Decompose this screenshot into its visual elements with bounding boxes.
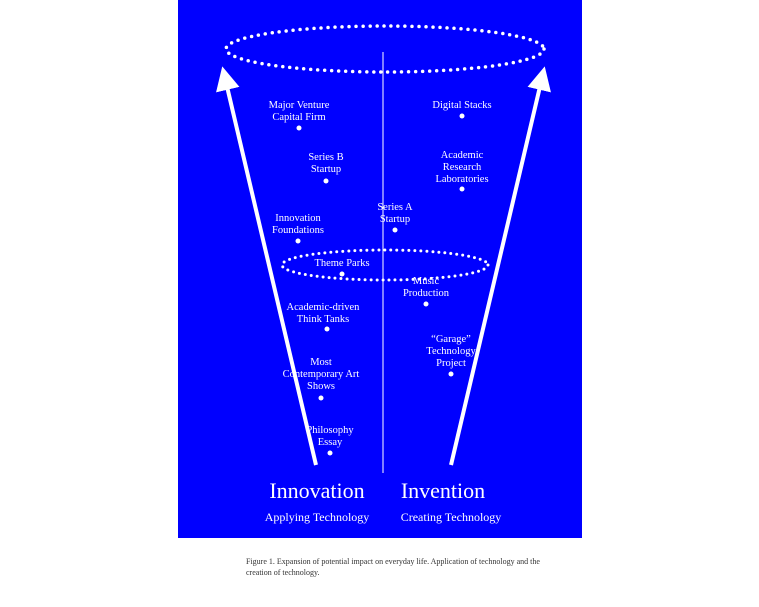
node-dot — [327, 450, 333, 456]
node-dot — [295, 238, 301, 244]
node-academic-research-laboratories: Academic Research Laboratories — [435, 150, 489, 185]
node-digital-stacks: Digital Stacks — [432, 100, 492, 111]
node-series-b-startup: Series B Startup — [308, 152, 344, 175]
node-dot — [448, 371, 454, 377]
node-dot — [318, 395, 324, 401]
node-garage-technology-project: “Garage” Technology Project — [426, 334, 476, 369]
node-dot — [296, 125, 302, 131]
node-major-venture-capital-firm: Major Venture Capital Firm — [268, 100, 330, 123]
node-most-contemporary-art-shows: Most Contemporary Art Shows — [282, 357, 360, 392]
node-philosophy-essay: Philosophy Essay — [306, 425, 354, 448]
node-dot — [423, 301, 429, 307]
node-dot — [323, 178, 329, 184]
node-dot — [392, 227, 398, 233]
node-series-a-startup: Series A Startup — [377, 202, 413, 225]
innovation-subtitle: Applying Technology — [264, 510, 370, 524]
figure-caption: Figure 1. Expansion of potential impact … — [246, 557, 540, 577]
node-dot — [339, 271, 345, 277]
diagram-panel: Major Venture Capital Firm Series B Star… — [178, 0, 582, 538]
invention-subtitle: Creating Technology — [400, 510, 502, 524]
funnel-diagram — [216, 24, 551, 473]
node-innovation-foundations: Innovation Foundations — [272, 213, 324, 236]
node-dot — [324, 326, 330, 332]
node-dot — [459, 186, 465, 192]
innovation-title: Innovation — [269, 478, 365, 503]
left-arrow — [216, 66, 318, 466]
middle-dotted-ellipse — [280, 248, 490, 282]
right-arrow — [449, 66, 551, 466]
node-music-production: Music Production — [402, 276, 450, 299]
node-academic-driven-think-tanks: Academic-driven Think Tanks — [286, 302, 360, 325]
node-theme-parks: Theme Parks — [314, 258, 370, 269]
top-dotted-ellipse — [224, 24, 546, 74]
node-dot — [459, 113, 465, 119]
invention-title: Invention — [400, 478, 486, 503]
